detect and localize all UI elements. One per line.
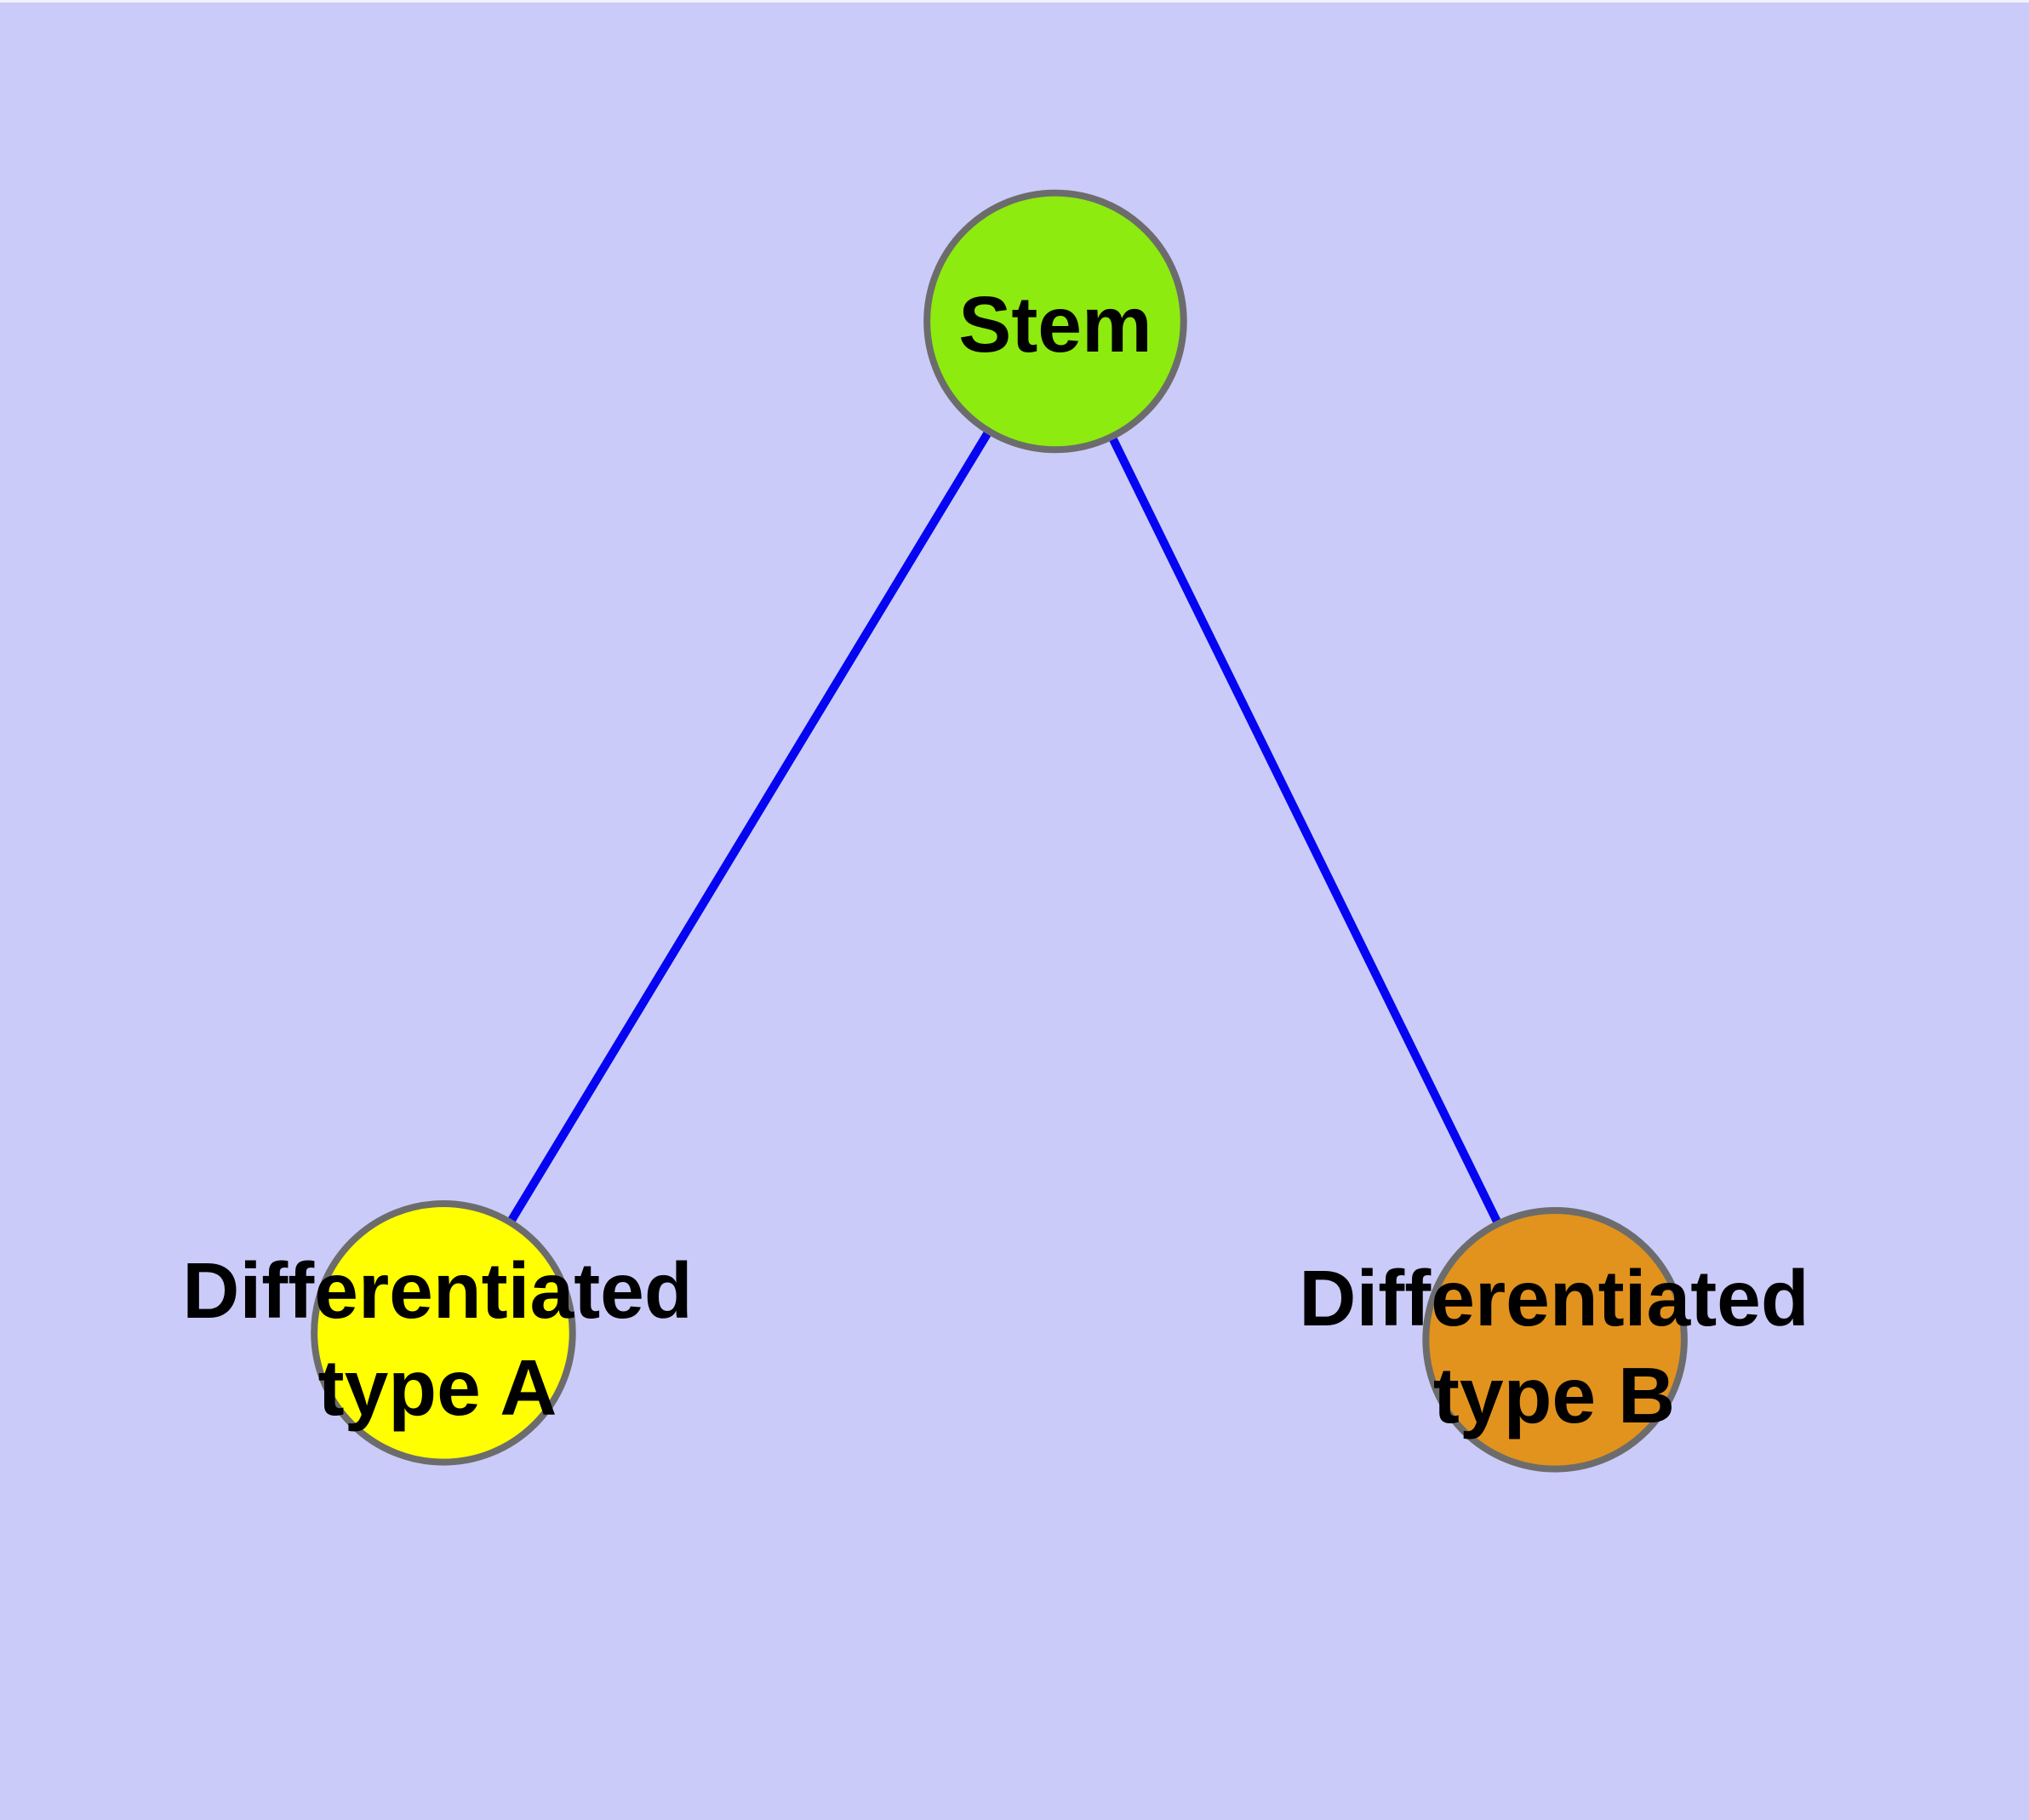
node-type-a-label: Differentiated type A <box>182 1242 692 1436</box>
label-line: Differentiated <box>182 1246 693 1335</box>
edge-stem-to-type-b <box>1051 319 1559 1342</box>
edge-stem-to-type-a <box>439 318 1060 1336</box>
node-stem-label: Stem <box>958 276 1152 373</box>
label-line: type A <box>317 1343 557 1432</box>
node-type-b-circle <box>1422 1207 1688 1473</box>
node-type-a-circle <box>311 1200 576 1466</box>
label-line: Stem <box>958 280 1152 369</box>
label-line: Differentiated <box>1299 1254 1809 1342</box>
label-line: type B <box>1432 1351 1676 1439</box>
diagram-svg <box>311 189 1688 1473</box>
node-type-b-label: Differentiated type B <box>1299 1250 1809 1444</box>
node-stem-circle <box>923 189 1187 454</box>
